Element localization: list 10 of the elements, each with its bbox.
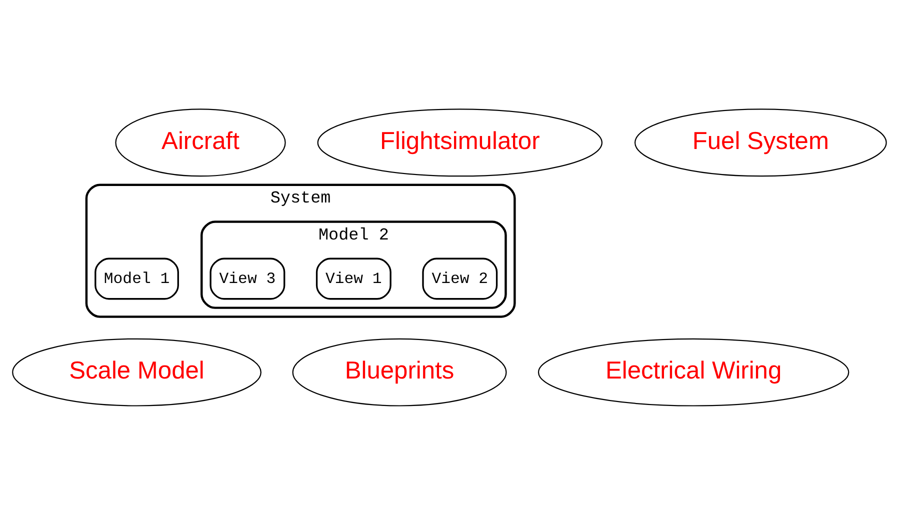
node-ellipse: Electrical Wiring: [538, 338, 850, 406]
node-box: View 2: [422, 258, 498, 300]
node-ellipse: Scale Model: [12, 338, 262, 406]
node-ellipse: Flightsimulator: [317, 108, 603, 177]
node-ellipse: Blueprints: [292, 338, 507, 406]
node-ellipse: Aircraft: [115, 108, 286, 177]
node-ellipse: Fuel System: [634, 108, 887, 177]
node-box: View 1: [316, 258, 392, 300]
node-box: Model 1: [94, 258, 179, 300]
node-box: View 3: [210, 258, 286, 300]
